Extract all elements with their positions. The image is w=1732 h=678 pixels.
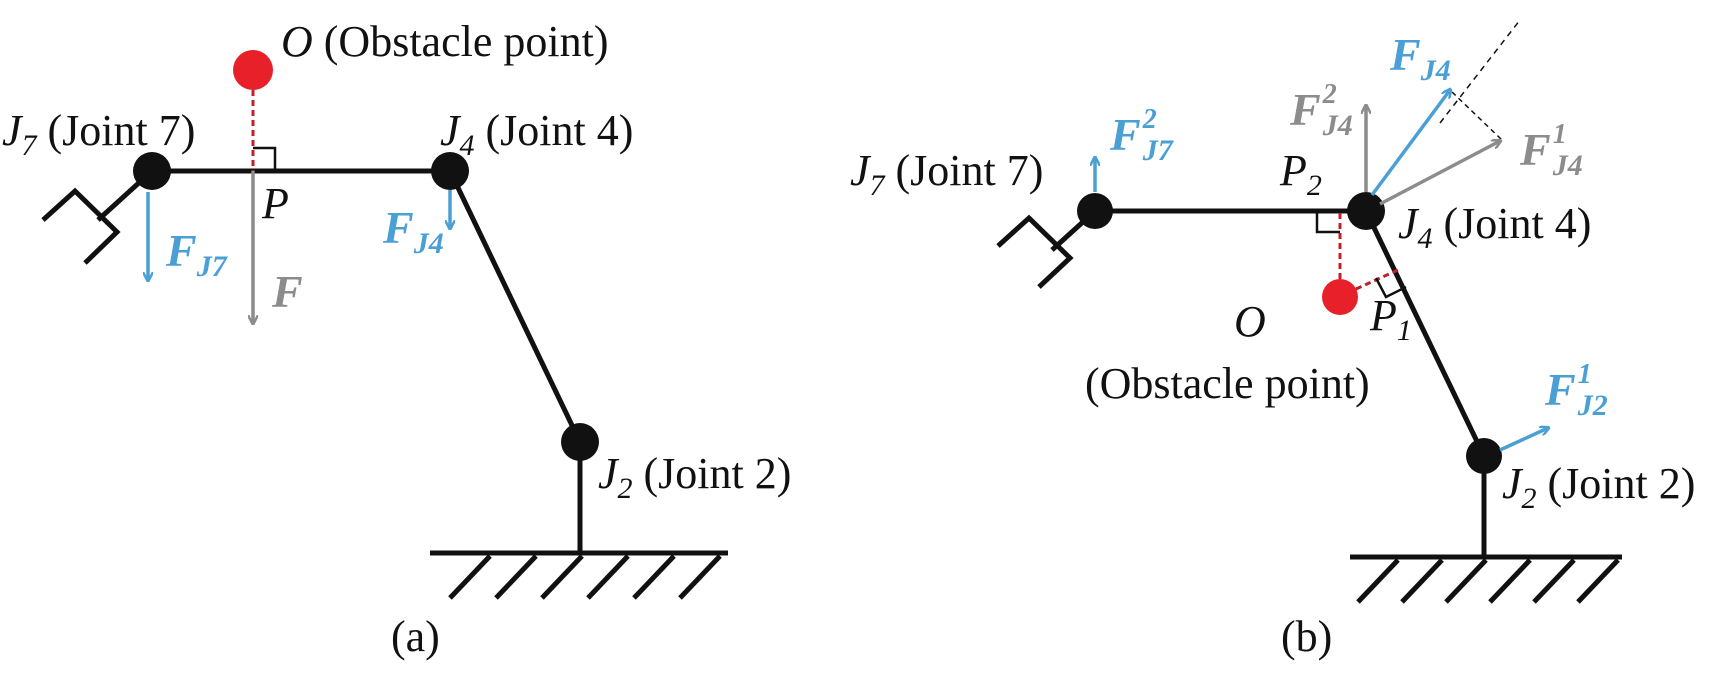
force-fj7-label: FJ7 <box>165 225 228 283</box>
point-p2-label: P2 <box>1279 146 1322 202</box>
joint-7-a <box>133 152 171 190</box>
joint-4-a <box>431 152 469 190</box>
joint-2-a <box>561 423 599 461</box>
joint4-label-a: J4 (Joint 4) <box>440 106 633 162</box>
force-fj4-label-b: FJ4 <box>1389 29 1451 87</box>
obstacle-text-b: (Obstacle point) <box>1085 359 1370 408</box>
obstacle-point-b <box>1322 279 1358 315</box>
force-f-label: F <box>271 266 303 317</box>
obstacle-point-a <box>233 50 273 90</box>
caption-b: (b) <box>1281 612 1332 661</box>
ground-a <box>430 550 728 600</box>
gripper-b <box>996 214 1074 289</box>
joint2-label-b: J2 (Joint 2) <box>1502 459 1695 515</box>
right-angle-mark-b1 <box>1315 211 1340 234</box>
fj4-extension-dashed <box>1439 19 1521 124</box>
panel-b: J7 (Joint 7) J4 (Joint 4) J2 (Joint 2) O… <box>850 19 1695 661</box>
right-angle-mark-b2 <box>1374 277 1407 299</box>
joint7-label-b: J7 (Joint 7) <box>850 146 1043 202</box>
point-p1-label: P1 <box>1369 291 1412 347</box>
force-parallelogram-mark <box>1451 91 1503 141</box>
force-arrow-fj4 <box>1370 90 1450 197</box>
force-arrow-fj2-1 <box>1499 428 1548 452</box>
force-fj4-label-a: FJ4 <box>382 202 444 260</box>
right-angle-mark-a <box>253 146 277 171</box>
obstacle-label-a: O (Obstacle point) <box>281 17 608 66</box>
caption-a: (a) <box>391 612 440 661</box>
joint2-label-a: J2 (Joint 2) <box>598 449 791 505</box>
joint-7-b <box>1077 193 1113 229</box>
obstacle-symbol-b: O <box>1234 297 1266 346</box>
force-arrow-fj4-1 <box>1379 141 1500 206</box>
joint4-label-b: J4 (Joint 4) <box>1398 199 1591 255</box>
ground-b <box>1350 554 1622 604</box>
panel-a: O (Obstacle point) J7 (Joint 7) J4 (Join… <box>2 17 791 661</box>
point-p-label-a: P <box>261 179 289 228</box>
joint-4-b <box>1347 192 1385 230</box>
joint7-label-a: J7 (Joint 7) <box>2 106 195 162</box>
gripper-a <box>41 187 121 265</box>
joint-2-b <box>1466 438 1502 474</box>
